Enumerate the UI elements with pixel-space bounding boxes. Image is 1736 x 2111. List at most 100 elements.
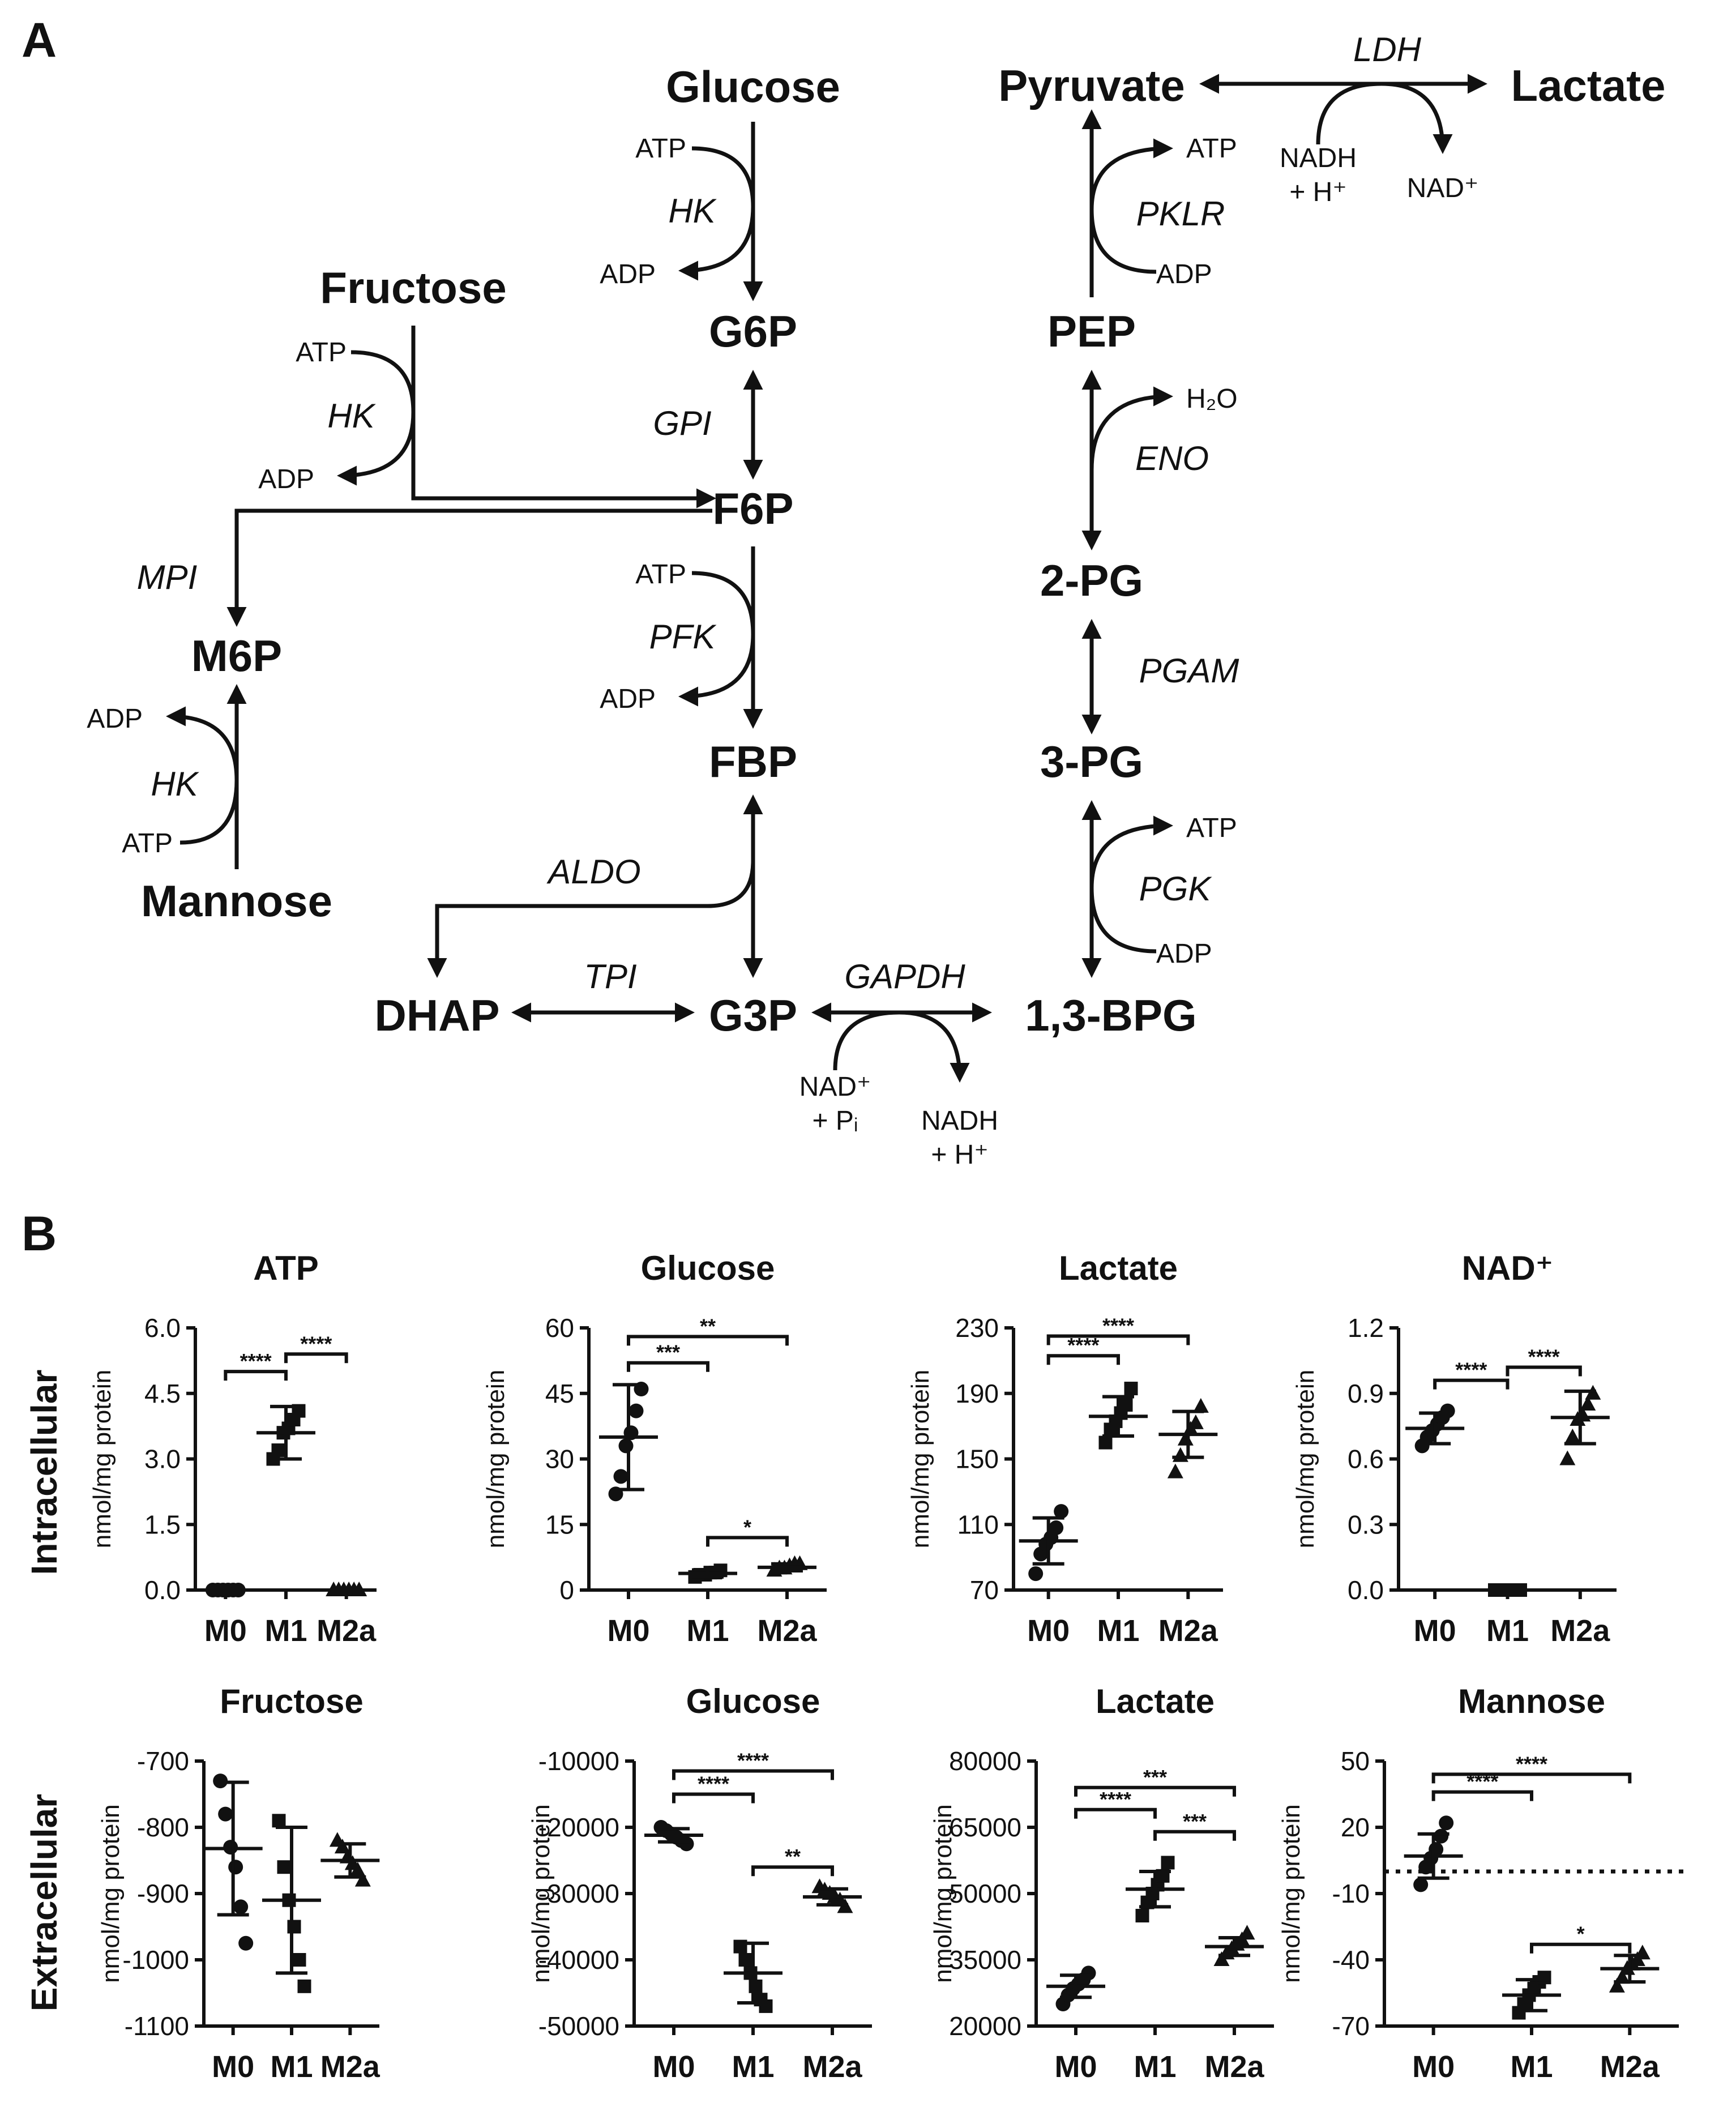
y-tick-label: 70 (970, 1575, 999, 1605)
y-tick-label: 0.0 (1348, 1575, 1384, 1605)
y-axis-label: nmol/mg protein (527, 1804, 555, 1982)
significance-bracket (1431, 1790, 1533, 1801)
x-tick-label: M0 (1054, 2050, 1097, 2084)
hk-mannose-enzyme: HK (151, 765, 199, 803)
y-tick-label: 0 (559, 1575, 574, 1605)
hk1-atp-label: ATP (635, 134, 686, 164)
x-tick-label: M2a (802, 2050, 862, 2084)
x-tick-label: M0 (204, 1614, 247, 1648)
significance-label: *** (1183, 1810, 1207, 1833)
gapdh-pi-label: + Pᵢ (813, 1106, 858, 1136)
x-tick-label: M1 (264, 1614, 307, 1648)
data-point (628, 1403, 644, 1418)
1-3-bpg-label: 1,3-BPG (1025, 990, 1196, 1040)
data-point (1124, 1382, 1138, 1396)
significance-bracket (627, 1361, 709, 1372)
x-tick-label: M0 (1027, 1614, 1070, 1648)
hk3-adp-label: ADP (87, 704, 143, 734)
data-point (1167, 1463, 1183, 1478)
y-tick-label: 4.5 (144, 1379, 181, 1408)
y-axis-label: nmol/mg protein (88, 1370, 116, 1548)
x-tick-label: M2a (757, 1614, 817, 1648)
y-tick-label: 150 (955, 1445, 999, 1474)
data-point (228, 1860, 243, 1875)
significance-label: * (743, 1515, 751, 1539)
y-axis-label: nmol/mg protein (907, 1370, 934, 1548)
pfk-atp-label: ATP (635, 559, 686, 589)
pyruvate-label: Pyruvate (998, 61, 1185, 110)
y-tick-label: 230 (955, 1313, 999, 1343)
m6p-label: M6P (191, 631, 282, 681)
aldo-enzyme: ALDO (546, 853, 640, 891)
significance-bracket (1506, 1365, 1582, 1377)
hk-glucose-enzyme: HK (668, 192, 717, 230)
significance-bracket (1431, 1772, 1632, 1784)
y-tick-label: -800 (137, 1813, 189, 1842)
y-tick-label: 3.0 (144, 1445, 181, 1474)
y-tick-label: 0.9 (1348, 1379, 1384, 1408)
y-tick-label: 30 (545, 1445, 574, 1474)
x-tick-label: M1 (270, 2050, 313, 2084)
hk-fructose-enzyme: HK (327, 397, 376, 435)
chart-title: NAD⁺ (1462, 1249, 1554, 1287)
y-tick-label: -10000 (538, 1746, 619, 1776)
x-tick-label: M1 (1510, 2050, 1553, 2084)
y-tick-label: 0.3 (1348, 1510, 1384, 1539)
y-axis-label: nmol/mg protein (1277, 1804, 1305, 1982)
data-point (618, 1438, 634, 1454)
pep-label: PEP (1047, 306, 1136, 356)
glucose-label: Glucose (666, 62, 840, 112)
pgam-enzyme: PGAM (1139, 652, 1239, 690)
significance-label: **** (737, 1749, 769, 1772)
significance-bracket (1153, 1830, 1236, 1841)
data-point (1580, 1396, 1596, 1411)
y-tick-label: -1000 (122, 1945, 189, 1975)
significance-label: **** (1102, 1314, 1134, 1337)
3-pg-label: 3-PG (1040, 737, 1143, 787)
data-point (292, 1953, 306, 1967)
y-tick-label: -20000 (538, 1813, 619, 1842)
data-point (738, 1953, 752, 1967)
y-axis-label: nmol/mg protein (1292, 1370, 1319, 1548)
y-tick-label: 50 (1341, 1746, 1370, 1776)
y-tick-label: -50000 (538, 2011, 619, 2041)
aldo-to-dhap-arrow (427, 860, 755, 978)
data-point (1098, 1435, 1113, 1450)
y-tick-label: 80000 (949, 1746, 1021, 1776)
tpi-enzyme: TPI (584, 958, 636, 995)
data-point (1161, 1856, 1175, 1870)
significance-bracket (672, 1769, 834, 1780)
x-tick-label: M2a (317, 1614, 377, 1648)
x-tick-label: M0 (652, 2050, 695, 2084)
y-tick-label: 20000 (949, 2011, 1021, 2041)
panel-b-label: B (22, 1207, 57, 1261)
data-point (297, 1979, 311, 1993)
hk1-adp-label: ADP (600, 259, 656, 289)
x-tick-label: M2a (320, 2050, 380, 2084)
ldh-h-label: + H⁺ (1289, 177, 1346, 207)
y-tick-label: -40 (1332, 1945, 1370, 1975)
ldh-cofactor-curve (1316, 82, 1453, 154)
chart-title: Lactate (1059, 1249, 1178, 1287)
data-point (1187, 1414, 1204, 1429)
data-point (1239, 1925, 1255, 1940)
y-tick-label: 190 (955, 1379, 999, 1408)
data-point (334, 1839, 350, 1854)
pgk-adp-label: ADP (1156, 939, 1212, 969)
significance-label: **** (1516, 1752, 1547, 1775)
data-point (1559, 1450, 1576, 1465)
data-point (679, 1836, 694, 1852)
gapdh-nad-label: NAD⁺ (799, 1072, 871, 1102)
pklr-adp-label: ADP (1156, 259, 1212, 289)
fbp-label: FBP (709, 737, 797, 787)
x-tick-label: M1 (1097, 1614, 1139, 1648)
data-point (1564, 1428, 1581, 1443)
data-point (1172, 1447, 1188, 1462)
pklr-cofactor-curve (1089, 138, 1173, 274)
data-point (271, 1443, 285, 1458)
panel-b-charts: B Intracellular Extracellular ATPnmol/mg… (22, 1207, 1684, 2084)
